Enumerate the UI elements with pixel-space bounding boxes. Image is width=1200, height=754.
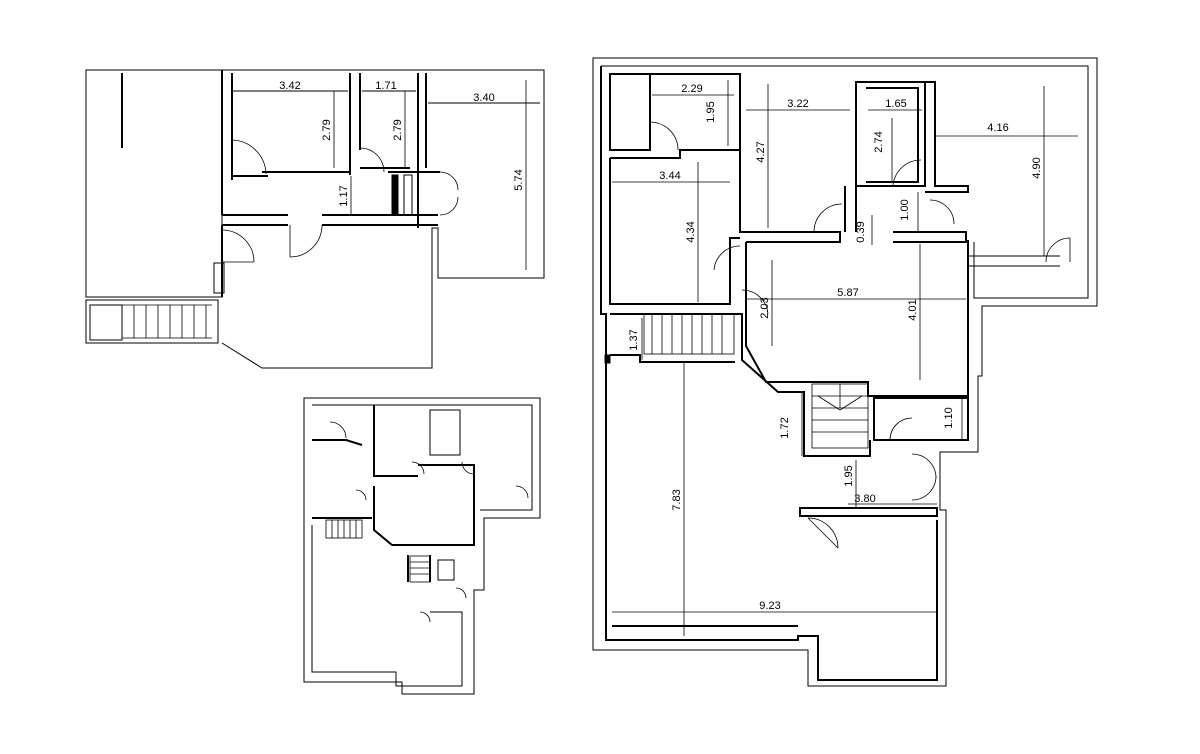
dim-label: 4.27 — [755, 141, 767, 162]
dim-label: 2.29 — [681, 83, 702, 95]
dimension-lines — [232, 80, 1078, 636]
dim-label: 0.39 — [855, 221, 867, 242]
dim-label: 1.95 — [843, 465, 855, 486]
dim-label: 2.74 — [873, 131, 885, 152]
dim-label: 3.80 — [854, 493, 875, 505]
plan-upper-left-doors — [221, 139, 459, 263]
dim-label: 5.87 — [837, 287, 858, 299]
dim-label: 3.40 — [473, 92, 494, 104]
dim-label: 2.03 — [759, 297, 771, 318]
dim-label: 7.83 — [671, 489, 683, 510]
dim-label: 3.44 — [659, 170, 680, 182]
dim-label: 1.37 — [628, 329, 640, 350]
dim-label: 1.10 — [943, 407, 955, 428]
dimension-labels: 3.42 1.71 3.40 2.79 2.79 1.17 5.74 2.29 … — [279, 80, 1043, 612]
dim-label: 2.79 — [392, 119, 404, 140]
dim-label: 1.72 — [779, 417, 791, 438]
plan-upper-left-stairs — [122, 304, 212, 339]
plan-right-main — [592, 57, 1098, 687]
plan-lower-left-doors — [329, 421, 529, 623]
plan-lower-left-walls — [303, 397, 541, 695]
dim-label: 1.95 — [705, 101, 717, 122]
dim-label: 1.00 — [899, 199, 911, 220]
dim-label: 5.74 — [513, 169, 525, 190]
dim-label: 2.79 — [321, 119, 333, 140]
dim-label: 1.17 — [338, 185, 350, 206]
plan-lower-left — [303, 397, 541, 695]
dim-label: 4.01 — [907, 299, 919, 320]
dim-label: 3.42 — [279, 80, 300, 92]
plan-lower-left-stairs — [325, 519, 431, 583]
plan-right-main-stairs — [643, 313, 869, 449]
dim-label: 1.71 — [375, 80, 396, 92]
dim-label: 3.22 — [787, 98, 808, 110]
dim-label: 4.16 — [987, 122, 1008, 134]
dim-label: 4.34 — [685, 221, 697, 242]
plan-upper-left-walls — [85, 69, 545, 369]
plan-right-main-doors — [649, 121, 1071, 549]
dim-label: 9.23 — [759, 600, 780, 612]
plan-upper-left — [85, 69, 545, 369]
dim-label: 1.65 — [885, 98, 906, 110]
dim-label: 4.90 — [1031, 157, 1043, 178]
plan-right-main-walls — [592, 57, 1098, 687]
